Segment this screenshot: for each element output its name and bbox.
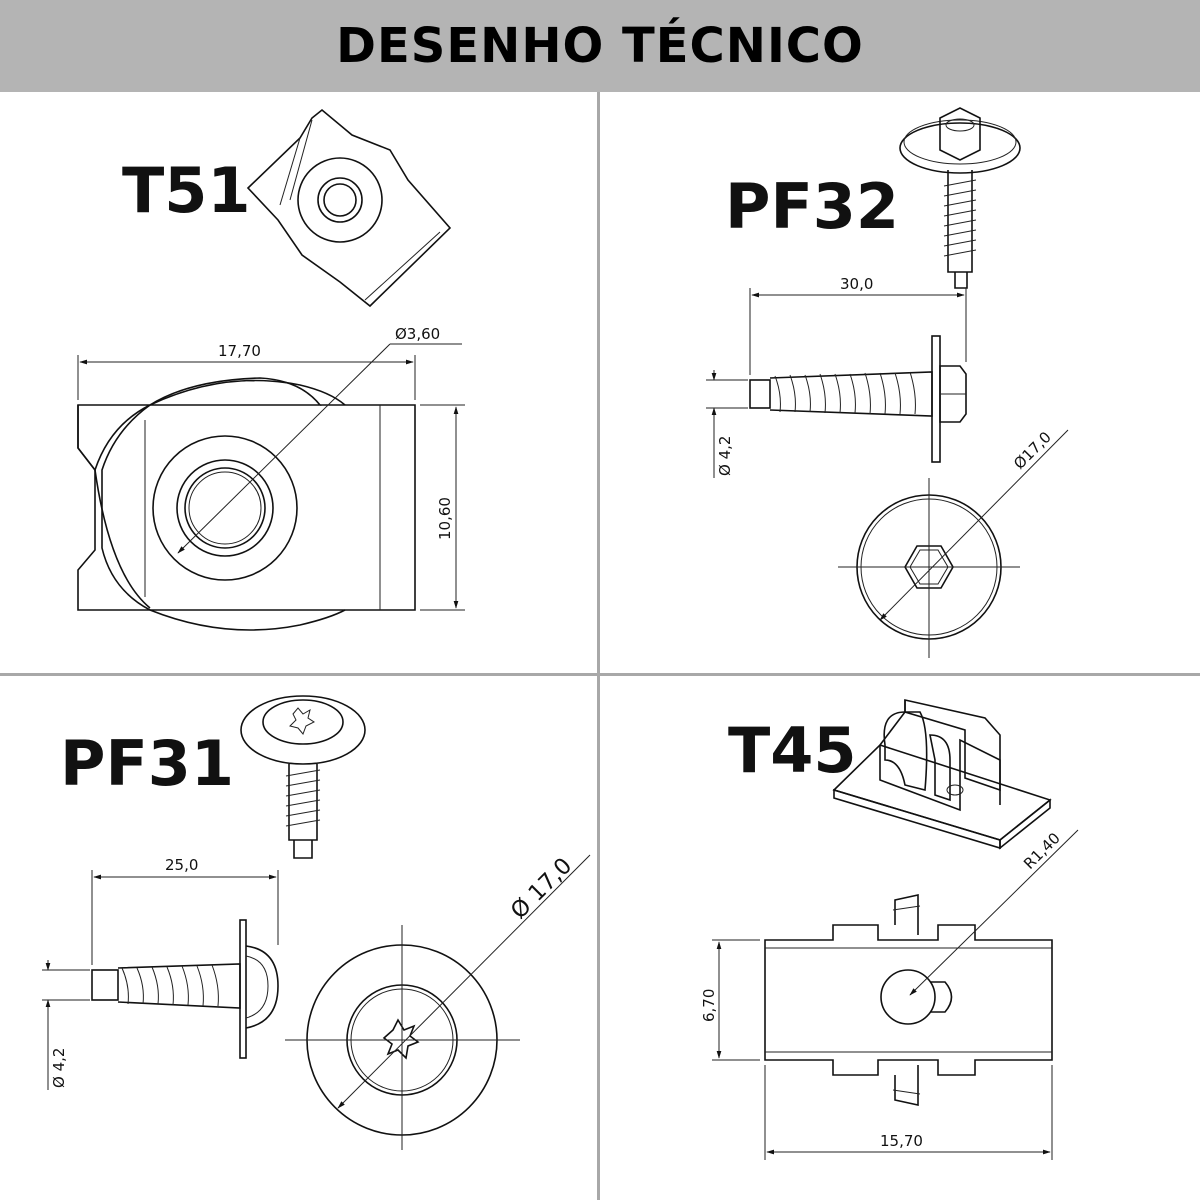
pf31-head-dim: Ø 17,0 xyxy=(506,853,577,924)
pf31-side-view: 25,0 Ø 4,2 xyxy=(42,856,279,1090)
t51-isometric-view xyxy=(246,108,452,308)
t51-code-label: T51 xyxy=(122,154,251,227)
pf32-code-label: PF32 xyxy=(725,170,899,243)
pf31-diameter-dim: Ø 4,2 xyxy=(50,1048,68,1088)
pf31-isometric-view xyxy=(240,695,366,859)
t45-front-view: 15,70 6,70 R1,40 xyxy=(700,829,1079,1160)
pf32-top-view: Ø17,0 xyxy=(838,428,1069,658)
pf32-isometric-view xyxy=(899,107,1021,289)
panel-pf31: PF31 xyxy=(42,695,591,1150)
header-bar: DESENHO TÉCNICO xyxy=(0,0,1200,92)
panel-pf32: PF32 xyxy=(706,107,1069,658)
t45-width-dim: 15,70 xyxy=(880,1132,923,1150)
page-title: DESENHO TÉCNICO xyxy=(336,18,864,74)
vertical-divider xyxy=(597,92,600,1200)
pf32-length-dim: 30,0 xyxy=(840,275,873,293)
t51-height-dim: 10,60 xyxy=(436,497,454,540)
panel-t45: T45 15,70 xyxy=(700,699,1079,1160)
t51-hole-dim: Ø3,60 xyxy=(395,325,440,343)
t45-code-label: T45 xyxy=(728,714,857,787)
pf32-side-view: 30,0 Ø 4,2 xyxy=(706,275,967,478)
t51-width-dim: 17,70 xyxy=(218,342,261,360)
pf31-code-label: PF31 xyxy=(60,727,234,800)
t51-front-view: 17,70 10,60 Ø3,60 xyxy=(77,325,465,631)
horizontal-divider xyxy=(0,673,1200,676)
pf32-diameter-dim: Ø 4,2 xyxy=(716,436,734,476)
pf31-top-view: Ø 17,0 xyxy=(285,853,591,1150)
t45-isometric-view xyxy=(832,699,1052,850)
pf31-length-dim: 25,0 xyxy=(165,856,198,874)
panel-t51: T51 17 xyxy=(77,108,465,631)
t45-height-dim: 6,70 xyxy=(700,989,718,1022)
